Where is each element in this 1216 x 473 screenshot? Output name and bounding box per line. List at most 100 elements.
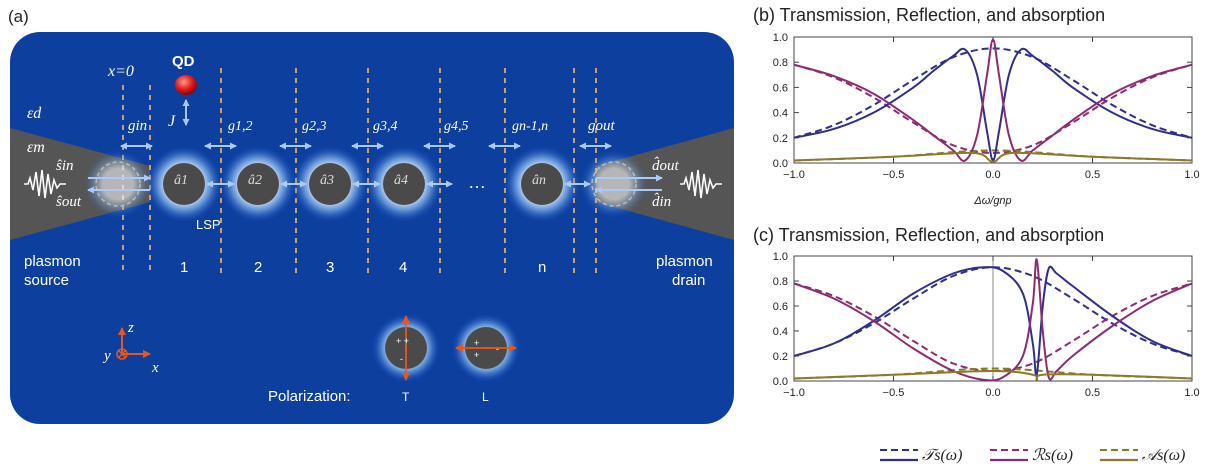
series-A-solid — [793, 369, 1193, 381]
y-tick-label: 0.6 — [773, 82, 788, 94]
coordinate-axes — [116, 327, 151, 360]
polarization-L-particle: + + - — [452, 314, 520, 382]
x-tick-label: 0.5 — [1085, 387, 1100, 399]
g-45-label: g4,5 — [444, 119, 469, 134]
mode-a4: â4 — [394, 173, 408, 188]
x-tick-label: 1.0 — [1184, 387, 1199, 399]
g-12-label: g1,2 — [228, 119, 253, 134]
svg-text:+ +: + + — [396, 336, 409, 346]
svg-text:+: + — [474, 350, 479, 360]
mode-a2: â2 — [248, 173, 262, 188]
polarization-L-label: L — [482, 390, 489, 404]
polarization-label: Polarization: — [268, 388, 351, 405]
legend-R-label: ℛs(ω) — [1032, 447, 1073, 464]
g-n1n-label: gn-1,n — [512, 119, 548, 134]
x-tick-label: −1.0 — [783, 169, 805, 181]
drain-end-glow — [580, 150, 648, 218]
panel-a-label: (a) — [8, 7, 29, 26]
site-number-1: 1 — [180, 259, 188, 276]
source-end-glow — [84, 150, 152, 218]
y-tick-label: 0.0 — [773, 158, 788, 170]
qd-label: QD — [172, 53, 195, 70]
nanoparticle-4 — [366, 146, 442, 222]
legend-T-label: 𝒯s(ω) — [922, 447, 962, 464]
axis-x-label: x — [151, 360, 159, 376]
axis-z-label: z — [127, 320, 134, 336]
series-R-solid — [793, 258, 1193, 382]
y-tick-label: 0.8 — [773, 276, 788, 288]
polarization-T-label: T — [402, 390, 410, 404]
source-waveguide — [10, 128, 150, 240]
site-number-4: 4 — [399, 259, 407, 276]
input-wavepacket — [24, 169, 66, 199]
x-tick-label: −1.0 — [783, 387, 805, 399]
y-tick-label: 0.6 — [773, 301, 788, 313]
g-out-label: gout — [588, 118, 616, 134]
svg-text:-: - — [400, 354, 403, 364]
quantum-dot — [175, 75, 197, 95]
d-out-label: d̂out — [652, 157, 680, 174]
chain-ellipsis: … — [468, 172, 486, 192]
chart-title: (b) Transmission, Reflection, and absorp… — [753, 5, 1105, 25]
chart-title: (c) Transmission, Reflection, and absorp… — [753, 225, 1104, 245]
chart-c: (c) Transmission, Reflection, and absorp… — [753, 225, 1200, 399]
drain-end-ring — [591, 161, 637, 207]
source-label-2: source — [24, 272, 69, 289]
source-label-1: plasmon — [24, 253, 81, 270]
svg-text:+: + — [474, 338, 479, 348]
legend-R: ℛs(ω) — [990, 447, 1073, 464]
y-tick-label: 0.4 — [773, 326, 788, 338]
site-number-n: n — [538, 259, 546, 276]
site-number-2: 2 — [254, 259, 262, 276]
panel-a-background — [10, 32, 734, 424]
legend-A: 𝒜s(ω) — [1100, 447, 1185, 464]
mode-a3: â3 — [320, 173, 334, 188]
s-in-label: ŝin — [56, 158, 74, 174]
nanoparticle-1 — [146, 146, 222, 222]
svg-text:-: - — [496, 344, 499, 354]
polarization-T-particle: + + - — [372, 314, 440, 382]
legend-A-label: 𝒜s(ω) — [1142, 447, 1185, 464]
series-T-solid — [793, 47, 1193, 162]
g-34-label: g3,4 — [373, 119, 398, 134]
y-tick-label: 0.8 — [773, 57, 788, 69]
mode-an: ân — [532, 173, 546, 188]
legend: 𝒯s(ω) ℛs(ω) 𝒜s(ω) — [880, 447, 1185, 464]
eps-m-label: εm — [27, 139, 45, 156]
g-in-label: gin — [128, 118, 147, 134]
site-number-3: 3 — [326, 259, 334, 276]
nanoparticle-3 — [292, 146, 368, 222]
s-out-label: ŝout — [56, 194, 82, 210]
g-23-label: g2,3 — [302, 119, 327, 134]
series-A-solid — [793, 151, 1193, 163]
x-tick-label: −0.5 — [883, 169, 905, 181]
series-T-solid — [793, 265, 1193, 377]
mode-a1: â1 — [174, 173, 188, 188]
nanoparticle-2 — [220, 146, 296, 222]
x-tick-label: 0.0 — [985, 169, 1000, 181]
y-tick-label: 0.2 — [773, 133, 788, 145]
series-R-dashed — [793, 63, 1193, 154]
x-tick-label: 0.0 — [985, 387, 1000, 399]
x0-label: x=0 — [107, 63, 134, 80]
legend-T: 𝒯s(ω) — [880, 447, 962, 464]
y-tick-label: 1.0 — [773, 32, 788, 44]
axis-y-label: y — [102, 348, 111, 364]
series-R-dashed — [793, 282, 1193, 373]
y-tick-label: 0.4 — [773, 108, 788, 120]
j-label: J — [168, 113, 176, 130]
lsp-label: LSP — [196, 217, 221, 232]
output-wavepacket — [680, 169, 722, 199]
chart-b: (b) Transmission, Reflection, and absorp… — [753, 5, 1200, 207]
plot-frame — [793, 36, 1193, 164]
eps-d-label: εd — [27, 105, 42, 122]
series-T-dashed — [793, 47, 1193, 139]
drain-label-1: plasmon — [656, 253, 713, 270]
x-axis-label: Δω/gnp — [973, 195, 1011, 207]
y-tick-label: 0.2 — [773, 351, 788, 363]
x-tick-label: −0.5 — [883, 387, 905, 399]
y-tick-label: 0.0 — [773, 376, 788, 388]
drain-label-2: drain — [672, 272, 705, 289]
series-R-solid — [793, 38, 1193, 162]
source-end-ring — [95, 161, 141, 207]
